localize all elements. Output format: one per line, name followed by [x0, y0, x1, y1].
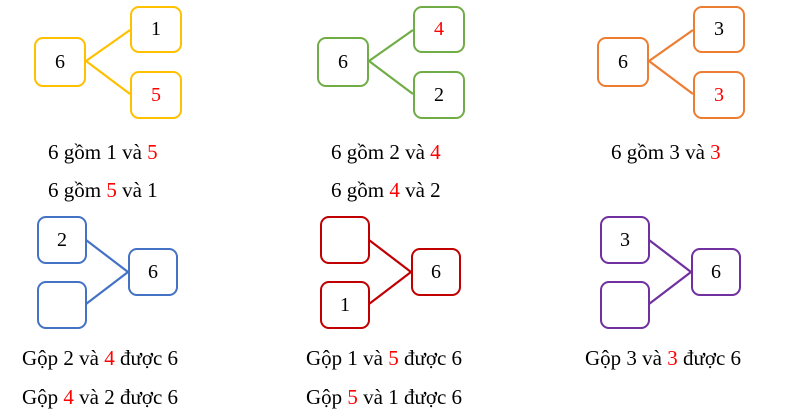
part-box-bottom: 2 [413, 71, 465, 119]
connector-line [648, 239, 692, 273]
whole-box: 6 [691, 248, 741, 296]
connector-line [648, 60, 694, 95]
connector-line [85, 271, 129, 305]
split-diagram-2-connectors [368, 29, 414, 95]
connector-line [85, 60, 131, 95]
part-box-bottom: 3 [693, 71, 745, 119]
split-diagram-1-connectors [85, 29, 131, 95]
whole-box: 6 [128, 248, 178, 296]
part-box-bottom: 5 [130, 71, 182, 119]
caption-line: 6 gồm 1 và 5 [48, 140, 158, 164]
part-box-bottom: 1 [320, 281, 370, 329]
connector-line [368, 271, 412, 305]
caption-line: Gộp 5 và 1 được 6 [306, 385, 463, 409]
whole-box: 6 [34, 37, 86, 87]
part-box-top [320, 216, 370, 264]
caption-line: 6 gồm 2 và 4 [331, 140, 441, 164]
connector-line [85, 239, 129, 273]
merge-diagram-3-connectors [648, 239, 692, 305]
split-diagram-3-connectors [648, 29, 694, 95]
connector-line [85, 29, 131, 62]
caption-line: Gộp 4 và 2 được 6 [22, 385, 179, 409]
connector-line [648, 29, 694, 62]
whole-box: 6 [411, 248, 461, 296]
whole-box: 6 [317, 37, 369, 87]
part-box-top: 4 [413, 6, 465, 53]
part-box-top: 1 [130, 6, 182, 53]
caption-line: Gộp 1 và 5 được 6 [306, 346, 463, 370]
merge-diagram-1-connectors [85, 239, 129, 305]
connector-line [648, 271, 692, 305]
whole-box: 6 [597, 37, 649, 87]
part-box-top: 3 [600, 216, 650, 264]
connector-line [368, 239, 412, 273]
part-box-bottom [37, 281, 87, 329]
caption-line: 6 gồm 5 và 1 [48, 178, 158, 202]
part-box-top: 2 [37, 216, 87, 264]
caption-line: 6 gồm 3 và 3 [611, 140, 721, 164]
part-box-top: 3 [693, 6, 745, 53]
caption-line: Gộp 2 và 4 được 6 [22, 346, 179, 370]
part-box-bottom [600, 281, 650, 329]
connector-line [368, 60, 414, 95]
caption-line: Gộp 3 và 3 được 6 [585, 346, 742, 370]
merge-diagram-2-connectors [368, 239, 412, 305]
connector-line [368, 29, 414, 62]
caption-line: 6 gồm 4 và 2 [331, 178, 441, 202]
